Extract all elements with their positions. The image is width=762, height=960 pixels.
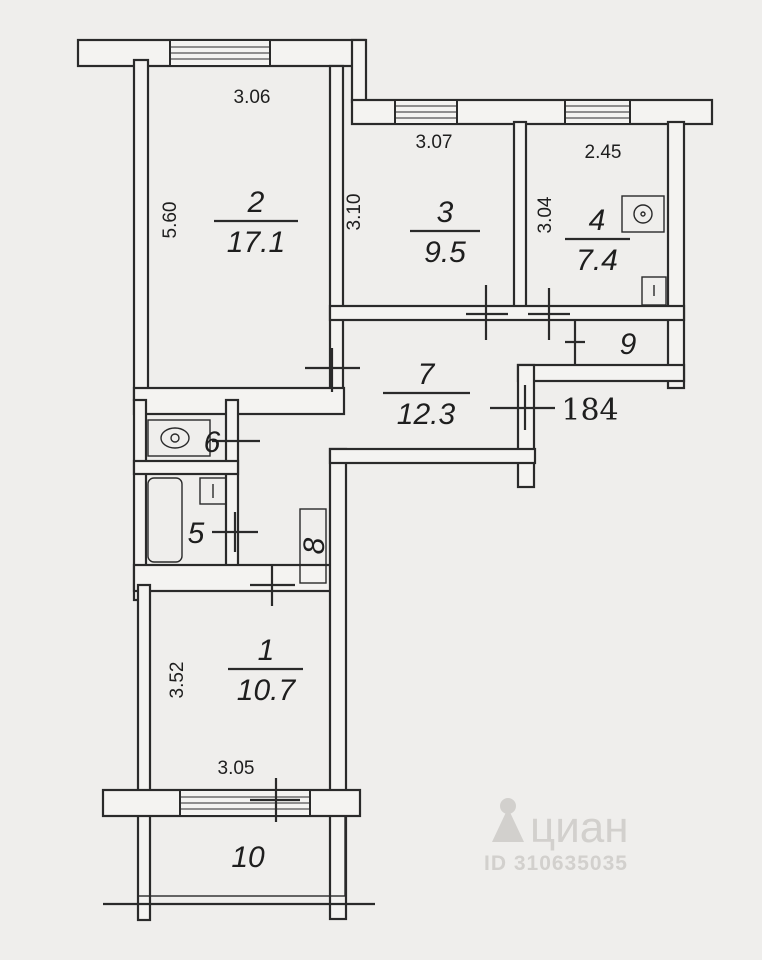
room-10-label: 10 bbox=[231, 841, 265, 874]
cian-logo-icon bbox=[492, 798, 524, 842]
room-1-number: 1 bbox=[258, 634, 275, 667]
room3-width-dimension: 3.07 bbox=[416, 132, 453, 153]
room-9-label: 9 bbox=[620, 328, 637, 361]
watermark-id-text: ID 310635035 bbox=[484, 852, 628, 875]
room-2-number: 2 bbox=[247, 186, 265, 219]
room3-length-dimension: 3.10 bbox=[344, 194, 365, 231]
room-8-label: 8 bbox=[298, 537, 331, 554]
room4-width-dimension: 2.45 bbox=[585, 142, 622, 163]
door-marks bbox=[212, 285, 585, 822]
height-label: 184 bbox=[561, 393, 618, 428]
room-6-label: 6 bbox=[204, 426, 221, 459]
room-1-area: 10.7 bbox=[237, 674, 297, 707]
fixtures bbox=[147, 195, 667, 584]
room-3-number: 3 bbox=[437, 196, 454, 229]
room2-width-dimension: 3.06 bbox=[234, 87, 271, 108]
room4-length-dimension: 3.04 bbox=[535, 196, 556, 233]
room-2-area: 17.1 bbox=[227, 226, 285, 259]
room-7-number: 7 bbox=[418, 358, 436, 391]
watermark: циан ID 310635035 bbox=[484, 798, 629, 875]
windows bbox=[169, 39, 631, 817]
room-4-area: 7.4 bbox=[576, 244, 618, 277]
walls bbox=[76, 38, 714, 922]
fraction-bars bbox=[214, 219, 630, 671]
watermark-logo-text: циан bbox=[530, 803, 629, 852]
room-7-area: 12.3 bbox=[397, 398, 456, 431]
room-4-number: 4 bbox=[589, 204, 606, 237]
room1-width-dimension: 3.05 bbox=[218, 758, 255, 779]
room-3-area: 9.5 bbox=[424, 236, 466, 269]
room-5-label: 5 bbox=[188, 517, 205, 550]
room2-length-dimension: 5.60 bbox=[160, 202, 181, 239]
room1-length-dimension: 3.52 bbox=[167, 662, 188, 699]
